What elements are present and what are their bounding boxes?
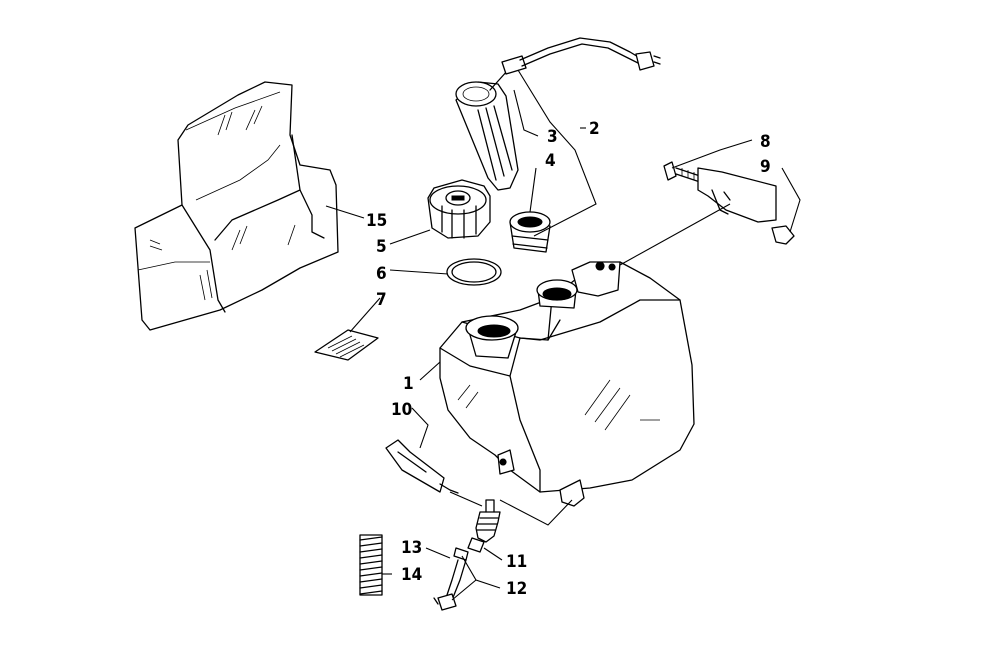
bracket-part xyxy=(697,167,795,245)
callout-3: 3 xyxy=(547,127,558,147)
sender-wire xyxy=(519,37,661,71)
callout-11: 11 xyxy=(506,552,527,572)
fuel-tank-part xyxy=(439,261,695,507)
callout-13: 13 xyxy=(401,538,422,558)
valve-fitting-part xyxy=(467,499,501,553)
callout-7: 7 xyxy=(376,290,387,310)
callout-1: 1 xyxy=(403,374,414,394)
fuel-cap-part xyxy=(427,179,491,239)
bolt-part xyxy=(663,161,701,183)
callout-10: 10 xyxy=(391,400,412,420)
callout-14: 14 xyxy=(401,565,422,585)
fuel-hose-part xyxy=(385,439,459,494)
callout-4: 4 xyxy=(545,151,556,171)
callout-6: 6 xyxy=(376,264,387,284)
callout-labels: 1 2 3 4 5 6 7 8 9 10 11 12 13 14 15 xyxy=(366,119,771,599)
o-ring-part xyxy=(446,258,502,286)
callout-12: 12 xyxy=(506,579,527,599)
heat-shield-part xyxy=(134,81,339,331)
callout-2: 2 xyxy=(589,119,600,139)
leader-lines xyxy=(325,69,801,601)
callout-15: 15 xyxy=(366,211,387,231)
callout-8: 8 xyxy=(760,132,771,152)
callout-9: 9 xyxy=(760,157,771,177)
callout-5: 5 xyxy=(376,237,387,257)
drain-hose-part xyxy=(433,547,469,611)
decal-part xyxy=(314,329,379,361)
fuel-gauge-sender-part xyxy=(455,55,527,191)
grommet-part xyxy=(509,211,551,253)
spring-part xyxy=(359,534,383,596)
